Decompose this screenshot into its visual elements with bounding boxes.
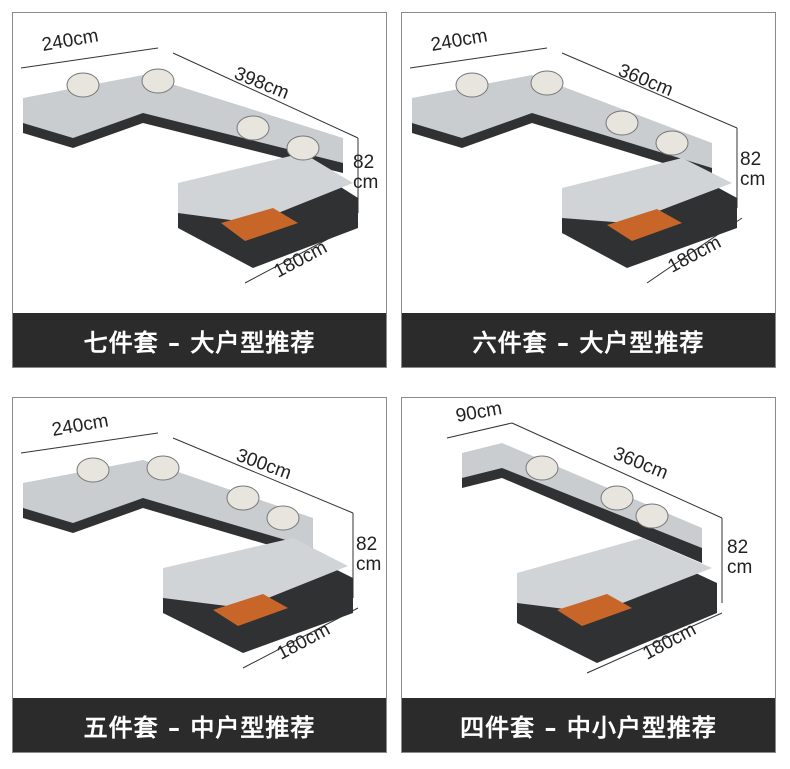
sofa-config-panel-4pc: 90cm 360cm 82 cm 180cm 四件套 – 中小户型推荐: [401, 397, 776, 753]
sofa-illustration: 90cm 360cm 82 cm 180cm: [446, 398, 752, 674]
panel-caption: 六件套 – 大户型推荐: [402, 313, 775, 367]
sofa-illustration: 240cm 300cm 82 cm 180cm: [20, 410, 381, 669]
dim-height: 82: [353, 152, 374, 173]
dim-height-unit: cm: [356, 554, 381, 575]
sofa-config-panel-7pc: 240cm 398cm 82 cm 180cm 七件套 – 大户型推荐: [12, 12, 387, 368]
panel-caption: 七件套 – 大户型推荐: [13, 313, 386, 367]
sofa-illustration: 240cm 360cm 82 cm 180cm: [409, 25, 765, 284]
dim-main-length: 398cm: [231, 63, 292, 104]
dim-height-unit: cm: [727, 557, 752, 578]
dim-height: 82: [740, 149, 761, 170]
dim-left-width: 90cm: [454, 398, 503, 427]
sofa-config-panel-6pc: 240cm 360cm 82 cm 180cm 六件套 – 大户型推荐: [401, 12, 776, 368]
dim-main-length: 300cm: [233, 445, 294, 484]
dim-main-length: 360cm: [615, 60, 676, 101]
dim-main-length: 360cm: [610, 443, 671, 484]
dim-height-unit: cm: [353, 172, 378, 193]
dim-left-width: 240cm: [50, 410, 110, 441]
panel-caption: 四件套 – 中小户型推荐: [402, 698, 775, 752]
sofa-config-panel-5pc: 240cm 300cm 82 cm 180cm 五件套 – 中户型推荐: [12, 397, 387, 753]
dim-left-width: 240cm: [40, 25, 100, 56]
dim-height: 82: [727, 537, 748, 558]
panel-caption: 五件套 – 中户型推荐: [13, 698, 386, 752]
sofa-illustration: 240cm 398cm 82 cm 180cm: [20, 25, 378, 284]
dim-height: 82: [356, 534, 377, 555]
dim-height-unit: cm: [740, 169, 765, 190]
dim-left-width: 240cm: [429, 25, 489, 56]
